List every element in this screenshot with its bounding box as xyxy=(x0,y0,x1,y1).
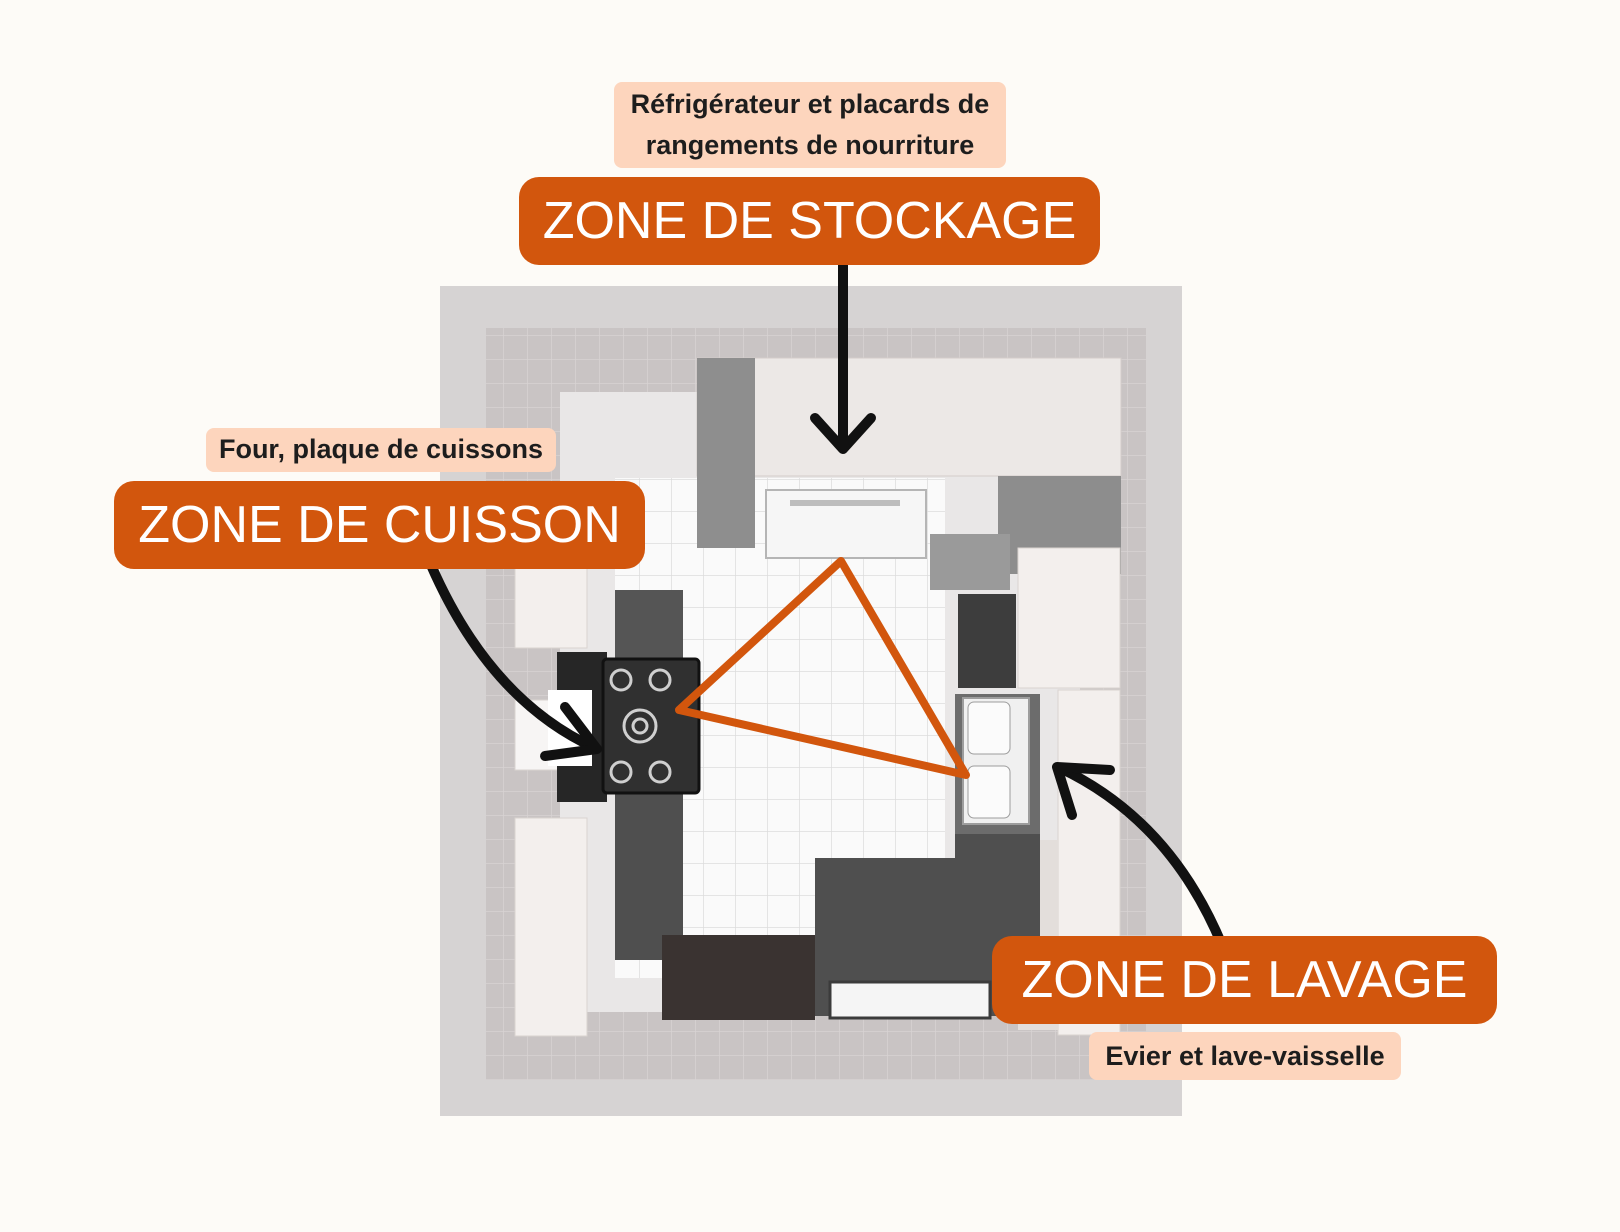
arrow-storage xyxy=(810,257,876,454)
cooking-zone-description: Four, plaque de cuissons xyxy=(206,428,556,472)
bottom-counter xyxy=(815,834,1040,1016)
work-triangle xyxy=(675,557,970,779)
dishwasher xyxy=(958,594,1016,688)
left-wall-cabinet-bottom xyxy=(514,817,588,1037)
storage-zone-description: Réfrigérateur et placards de rangements … xyxy=(614,82,1006,168)
right-tall-cabinet-top xyxy=(1017,547,1121,689)
sink-basin-top xyxy=(967,701,1011,755)
arrow-washing xyxy=(1052,762,1227,950)
washing-zone-title: ZONE DE LAVAGE xyxy=(992,936,1497,1024)
refrigerator-handle xyxy=(790,500,900,506)
storage-zone-description-line1: Réfrigérateur et placards de xyxy=(630,89,990,119)
left-base-cabinets-top xyxy=(615,590,683,660)
pantry-cabinet xyxy=(697,358,755,548)
arrow-cooking xyxy=(426,560,602,761)
left-wall-cabinet-top xyxy=(514,559,588,649)
doormat xyxy=(662,935,815,1020)
washing-zone-description: Evier et lave-vaisselle xyxy=(1089,1032,1401,1080)
door-opening xyxy=(828,980,992,1020)
storage-zone-description-line2: rangements de nourriture xyxy=(645,130,975,160)
gas-stove xyxy=(601,657,701,795)
cooking-zone-title: ZONE DE CUISSON xyxy=(114,481,645,569)
storage-zone-title: ZONE DE STOCKAGE xyxy=(519,177,1100,265)
stove-burners xyxy=(609,668,672,784)
left-base-cabinets-bottom xyxy=(615,792,683,960)
top-wall-cabinets xyxy=(696,357,1122,477)
top-counter-corner xyxy=(930,534,1010,590)
sink-basin-bottom xyxy=(967,765,1011,819)
